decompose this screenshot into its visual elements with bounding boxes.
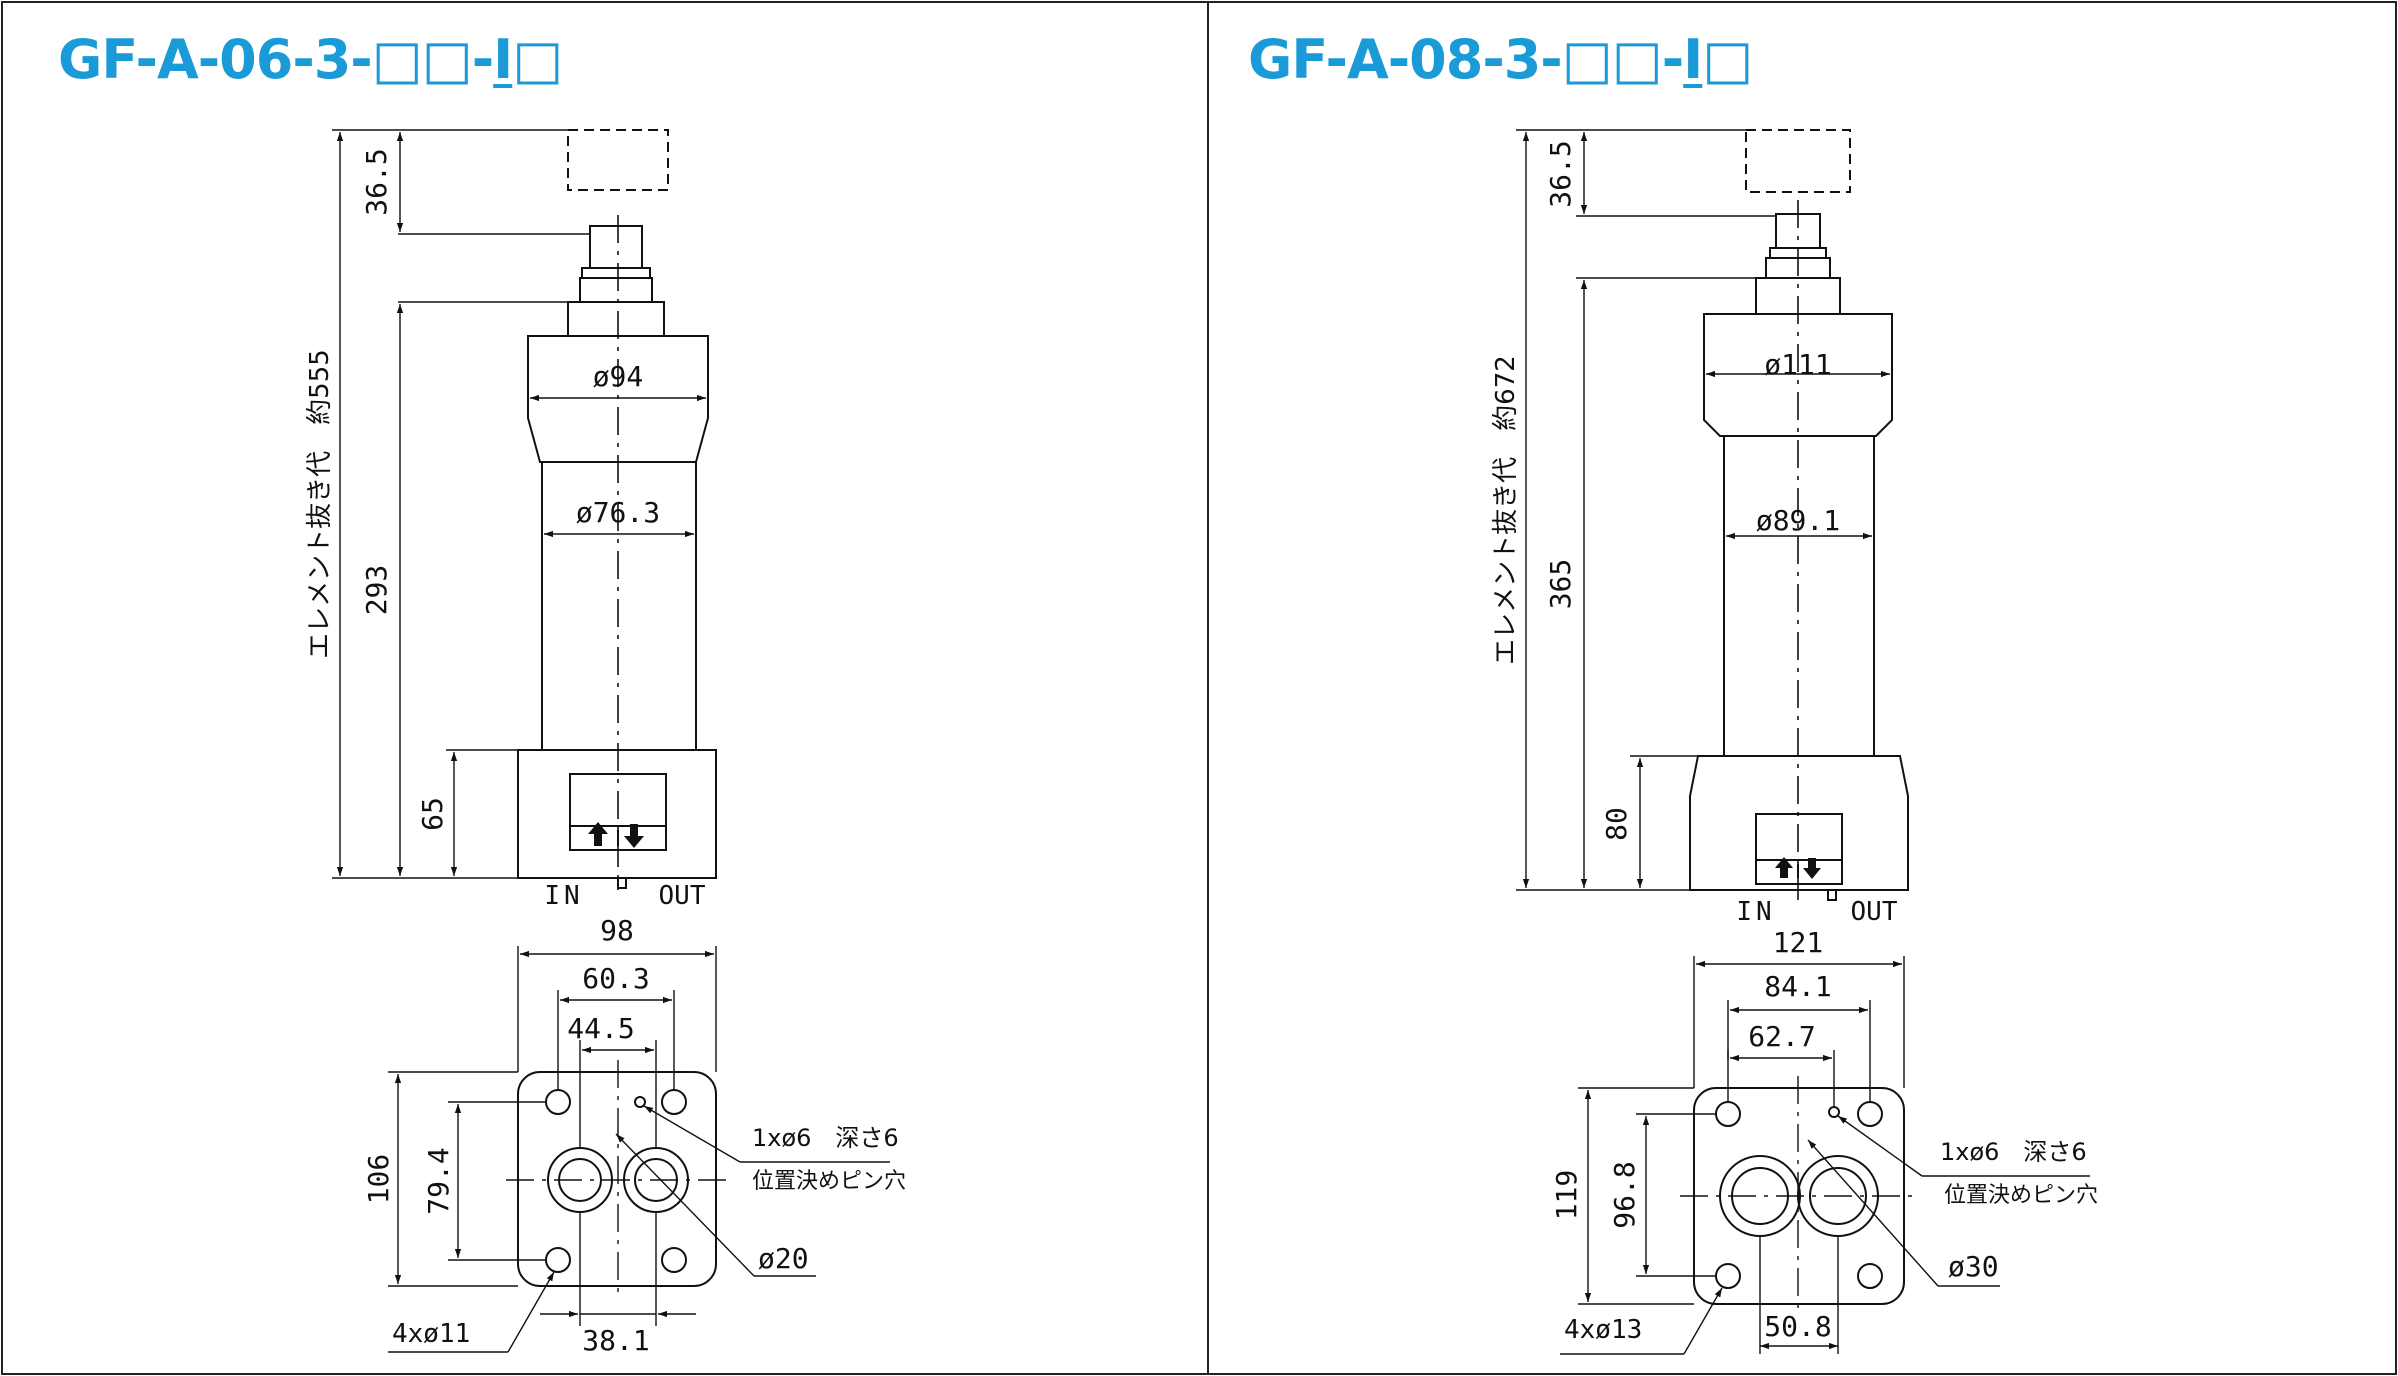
right-bolt-hole-br <box>1857 1263 1883 1289</box>
left-w-inner-text: 44.5 <box>567 1012 634 1045</box>
right-pin-label-text: 位置決めピン穴 <box>1944 1183 2098 1208</box>
right-dim-block-text: 80 <box>1600 807 1633 841</box>
right-head-dia-text: ø111 <box>1764 348 1831 381</box>
left-collar <box>567 301 665 337</box>
left-title-box-end: □ <box>512 28 563 91</box>
right-holes-text: 4xø13 <box>1564 1315 1642 1345</box>
right-title-boxes: □□- <box>1561 28 1684 91</box>
right-bolt-hole-tr <box>1857 1101 1883 1127</box>
left-flow-arrows <box>588 822 644 848</box>
right-in-label: IN <box>1736 897 1775 927</box>
right-w-total-text: 121 <box>1773 926 1824 959</box>
left-drain-stub <box>617 877 627 889</box>
left-stem <box>589 225 643 269</box>
left-labels: 36.5 293 65 エレメント抜き代 約555 ø94 ø76.3 IN O… <box>305 148 906 1357</box>
left-bolt-hole-bl <box>545 1247 571 1273</box>
left-port-block <box>517 749 717 879</box>
left-pin-label-text: 位置決めピン穴 <box>752 1169 906 1194</box>
right-pin-spec-text: 1xø6 深さ6 <box>1940 1138 2087 1166</box>
right-port-out-inner <box>1809 1167 1867 1225</box>
right-port-block <box>1689 755 1909 891</box>
left-h-total-text: 106 <box>362 1154 395 1205</box>
right-w-mid-text: 84.1 <box>1764 970 1831 1003</box>
right-pin-hole <box>1828 1106 1840 1118</box>
left-leader-holes <box>507 1271 555 1353</box>
right-title-prefix: GF-A-08-3- <box>1248 28 1563 91</box>
right-out-label: OUT <box>1851 897 1898 927</box>
right-leader-pin <box>1837 1115 1923 1177</box>
right-leader-port <box>1807 1139 1939 1287</box>
left-w-mid-text: 60.3 <box>582 962 649 995</box>
left-port-dia-text: ø20 <box>758 1242 809 1275</box>
right-title-box-end: □ <box>1702 28 1753 91</box>
right-arrow-down-icon <box>1803 858 1821 879</box>
left-pin-spec-text: 1xø6 深さ6 <box>752 1124 899 1152</box>
left-dim-total-text: 293 <box>360 565 393 616</box>
right-port-pitch-text: 50.8 <box>1764 1310 1831 1343</box>
right-port-dia-text: ø30 <box>1948 1250 1999 1283</box>
left-title-i: I <box>493 28 513 91</box>
right-arrow-up-icon <box>1775 857 1793 878</box>
left-title-prefix: GF-A-06-3- <box>58 28 373 91</box>
right-body-tube <box>1723 435 1875 757</box>
left-w-total-text: 98 <box>600 914 634 947</box>
right-leader-holes <box>1683 1287 1723 1355</box>
left-bottom-outline <box>517 1071 717 1287</box>
right-flow-arrows <box>1775 857 1821 879</box>
left-model-title: GF-A-06-3-□□-I□ <box>58 20 563 100</box>
right-h-inner-text: 96.8 <box>1608 1161 1641 1228</box>
right-w-inner-text: 62.7 <box>1748 1020 1815 1053</box>
right-bolt-hole-bl <box>1715 1263 1741 1289</box>
left-in-label: IN <box>544 881 583 911</box>
left-nut-ring <box>581 267 651 279</box>
left-bolt-hole-br <box>661 1247 687 1273</box>
left-arrow-down-icon <box>624 824 644 848</box>
right-dim-element-text: エレメント抜き代 約672 <box>1491 355 1521 665</box>
left-port-pitch-text: 38.1 <box>582 1324 649 1357</box>
left-dim-block-text: 65 <box>416 797 449 831</box>
right-body-dia-text: ø89.1 <box>1756 504 1840 537</box>
left-holes-text: 4xø11 <box>392 1319 470 1349</box>
right-head <box>1703 313 1893 437</box>
left-bolt-hole-tl <box>545 1089 571 1115</box>
left-dim-top-text: 36.5 <box>360 148 393 215</box>
left-leader-pin <box>643 1105 741 1163</box>
left-out-label: OUT <box>659 881 706 911</box>
left-body-dia-text: ø76.3 <box>576 496 660 529</box>
left-leader-port <box>615 1133 755 1277</box>
right-dim-total-text: 365 <box>1544 559 1577 610</box>
left-arrow-up-icon <box>588 822 608 846</box>
right-dim-top-text: 36.5 <box>1544 140 1577 207</box>
right-model-title: GF-A-08-3-□□-I□ <box>1248 20 1753 100</box>
right-bolt-hole-tl <box>1715 1101 1741 1127</box>
right-flow-label-plate <box>1755 813 1843 885</box>
left-h-inner-text: 79.4 <box>422 1147 455 1214</box>
left-dim-element-text: エレメント抜き代 約555 <box>305 349 335 659</box>
right-title-i: I <box>1683 28 1703 91</box>
right-drain-stub <box>1827 889 1837 901</box>
right-cap-phantom <box>1745 129 1851 193</box>
left-cap-phantom <box>567 129 669 191</box>
right-labels: 36.5 365 80 エレメント抜き代 約672 ø111 ø89.1 IN … <box>1491 140 2098 1345</box>
left-panel-drawing <box>332 129 890 1353</box>
left-nut <box>579 277 653 303</box>
left-bolt-hole-tr <box>661 1089 687 1115</box>
left-head-dia-text: ø94 <box>593 360 644 393</box>
right-panel-drawing <box>1516 129 2090 1355</box>
left-pin-hole <box>634 1096 646 1108</box>
left-title-boxes: □□- <box>371 28 494 91</box>
right-h-total-text: 119 <box>1550 1170 1583 1221</box>
